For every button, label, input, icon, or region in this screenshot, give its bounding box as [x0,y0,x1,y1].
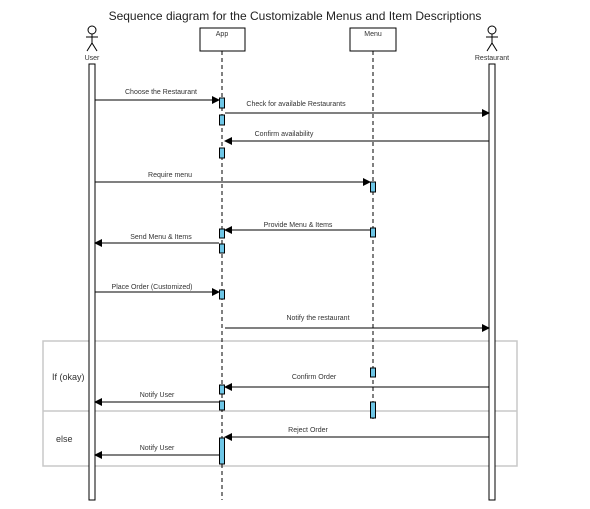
message-reject-order: Reject Order [224,427,489,441]
activation-bar [219,400,225,411]
activation-bar [370,181,376,193]
user-activation-bar [88,63,96,501]
activation-bar [370,401,376,419]
actor-icon [86,25,98,52]
fragment-label-else: else [56,434,73,444]
participant-label: App [216,31,229,38]
message-label: Check for available Restaurants [246,101,346,108]
message-label: Notify User [140,392,175,399]
participant-label: User [85,55,100,62]
message-choose-restaurant: Choose the Restaurant [95,89,220,104]
message-notify-user-1: Notify User [94,392,219,406]
activation-bar [370,227,376,238]
message-check-available: Check for available Restaurants [225,101,490,117]
alt-fragment-frame [42,340,518,467]
activation-bar [219,97,225,109]
participant-user: User [85,25,100,62]
participant-restaurant: Restaurant [475,25,509,62]
message-label: Confirm availability [255,131,314,138]
activation-bar [219,147,225,159]
message-require-menu: Require menu [95,172,371,186]
message-label: Reject Order [288,427,328,434]
message-label: Notify User [140,445,175,452]
message-label: Provide Menu & Items [264,222,333,229]
participant-label: Restaurant [475,55,509,62]
message-label: Place Order (Customized) [112,284,193,291]
message-confirm-availability: Confirm availability [224,131,489,145]
message-notify-user-2: Notify User [94,445,219,459]
activation-bar [219,243,225,254]
activation-bar [219,384,225,395]
message-notify-restaurant: Notify the restaurant [225,315,490,332]
message-confirm-order: Confirm Order [224,374,489,391]
message-label: Choose the Restaurant [125,89,197,96]
message-provide-menu: Provide Menu & Items [224,222,370,234]
actor-icon [486,25,498,52]
message-send-menu: Send Menu & Items [94,234,219,247]
participant-menu: Menu [349,27,397,52]
activation-bars [219,97,376,465]
message-label: Require menu [148,172,192,179]
fragment-label-if: If (okay) [52,372,85,382]
activation-bar [219,228,225,239]
restaurant-activation-bar [488,63,496,501]
activation-bar [219,437,225,465]
participant-label: Menu [364,31,382,38]
participant-app: App [199,27,246,52]
activation-bar [219,289,225,300]
activation-bar [219,114,225,126]
message-label: Notify the restaurant [286,315,349,322]
message-label: Confirm Order [292,374,337,381]
activation-bar [370,367,376,378]
message-place-order: Place Order (Customized) [95,284,220,296]
diagram-title: Sequence diagram for the Customizable Me… [109,9,482,23]
message-label: Send Menu & Items [130,234,192,241]
